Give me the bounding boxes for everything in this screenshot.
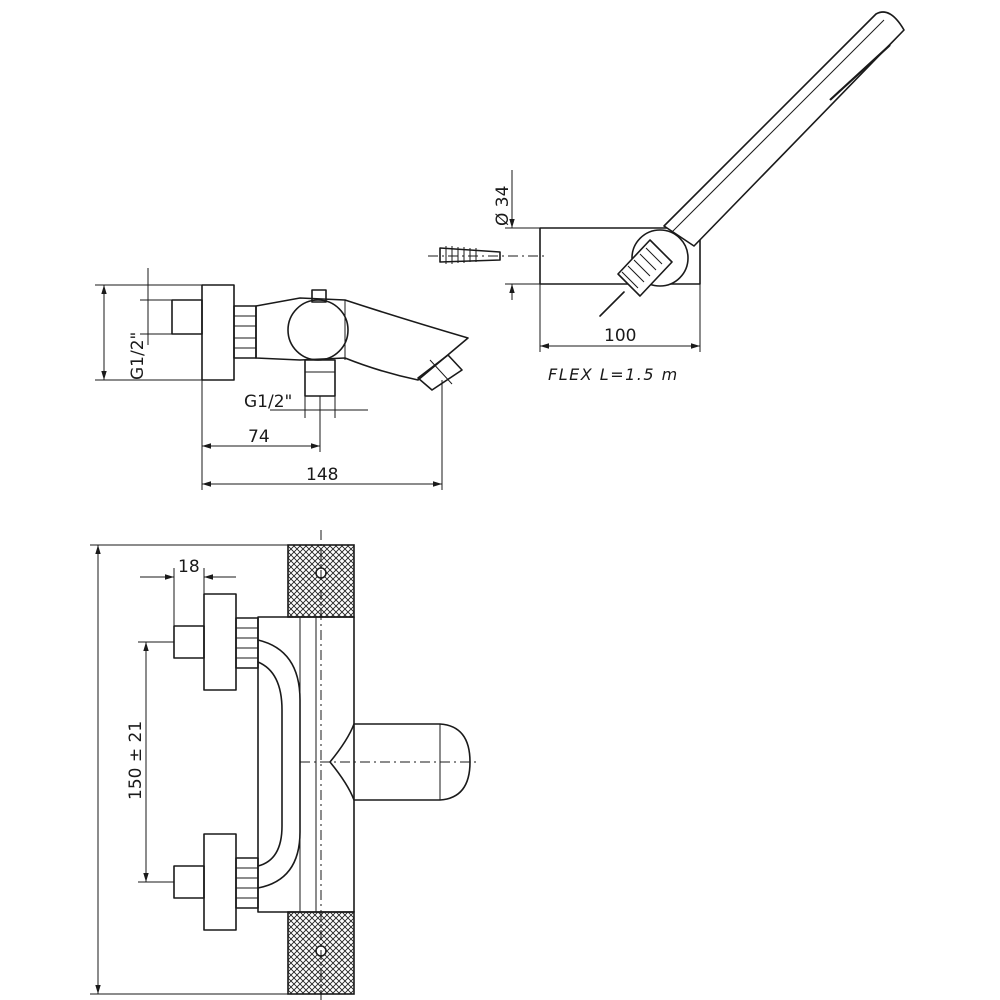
upper-stub: [173, 625, 205, 659]
side-dimensions: G1/2" G1/2" 74 148: [95, 268, 443, 490]
aerator: [417, 354, 463, 391]
mixer-body: [255, 297, 469, 381]
dim-dia34-label: Ø 34: [493, 186, 513, 226]
flex-hose-note: FLEX L=1.5 m: [548, 365, 679, 384]
eccentric-nut: [233, 305, 257, 359]
flex-hose: [599, 291, 625, 317]
inlet-stub: [171, 299, 203, 335]
hand-shower-dimensions: Ø 34 100 FLEX L=1.5 m: [493, 170, 701, 384]
thread-side-label: G1/2": [128, 332, 148, 380]
wall-screw: [428, 246, 548, 264]
diverter-outlet: [304, 359, 336, 397]
upper-nut: [235, 617, 259, 669]
lower-stub: [173, 865, 205, 899]
hand-shower-handle: [663, 11, 905, 247]
lower-flange: [203, 833, 237, 931]
dim-100-label: 100: [604, 326, 636, 346]
dim-74-label: 74: [248, 427, 270, 447]
dim-148-label: 148: [306, 465, 338, 485]
dim-150-label: 150 ± 21: [126, 721, 146, 800]
hand-shower-view: [428, 11, 905, 317]
side-view: [171, 284, 469, 397]
dim-18-label: 18: [178, 557, 200, 577]
thread-bottom-label: G1/2": [244, 392, 292, 412]
internal-pipe: [257, 639, 301, 889]
cartridge-circle: [287, 299, 349, 361]
upper-flange: [203, 593, 237, 691]
wall-holder: [539, 227, 701, 285]
wall-flange: [201, 284, 235, 381]
lower-nut: [235, 857, 259, 909]
shower-nozzles: [829, 44, 891, 101]
top-view: [173, 530, 480, 1000]
top-dimensions: 18 150 ± 21: [90, 544, 288, 995]
body-top-view: [257, 616, 355, 913]
top-knob: [311, 289, 327, 303]
